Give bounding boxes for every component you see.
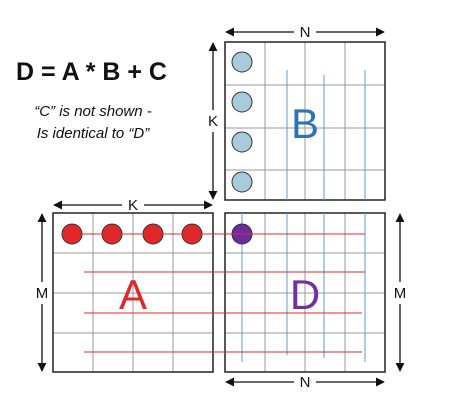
matrix-b-blue-lines bbox=[286, 70, 366, 200]
matrix-b-label: B bbox=[291, 100, 319, 147]
matrix-a-label: A bbox=[119, 271, 147, 318]
matrix-d-label: D bbox=[290, 271, 320, 318]
b-dot bbox=[231, 171, 253, 193]
red-row-lines bbox=[64, 233, 365, 353]
matrix-d-grid bbox=[225, 213, 385, 372]
matrix-b-grid bbox=[225, 42, 385, 200]
note-line-1: “C” is not shown - bbox=[34, 103, 152, 120]
matrix-b-frame bbox=[224, 41, 386, 201]
matrix-d: D bbox=[224, 212, 386, 373]
matrix-a-grid bbox=[53, 213, 213, 372]
b-dot bbox=[231, 91, 253, 113]
b-dot bbox=[231, 131, 253, 153]
label-n-top: N bbox=[300, 24, 311, 41]
dimension-arrows bbox=[37, 27, 405, 387]
label-k-left: K bbox=[208, 113, 218, 130]
label-k-top: K bbox=[128, 197, 138, 214]
label-m-right: M bbox=[394, 285, 407, 302]
matrix-b-column-dots bbox=[231, 51, 253, 193]
label-n-bottom: N bbox=[300, 374, 311, 391]
label-m-left: M bbox=[36, 285, 49, 302]
equation-title: D = A * B + C bbox=[16, 58, 167, 86]
matrix-a: A bbox=[52, 212, 214, 373]
matrix-d-blue-lines bbox=[241, 213, 366, 362]
note-line-2: Is identical to “D” bbox=[36, 125, 150, 142]
matrix-a-frame bbox=[52, 212, 214, 373]
b-dot bbox=[231, 51, 253, 73]
matrix-d-frame bbox=[224, 212, 386, 373]
note-text: “C” is not shown - Is identical to “D” bbox=[8, 101, 178, 145]
matrix-b: B bbox=[224, 41, 386, 201]
dimension-labels: N K K M M N bbox=[36, 24, 407, 391]
